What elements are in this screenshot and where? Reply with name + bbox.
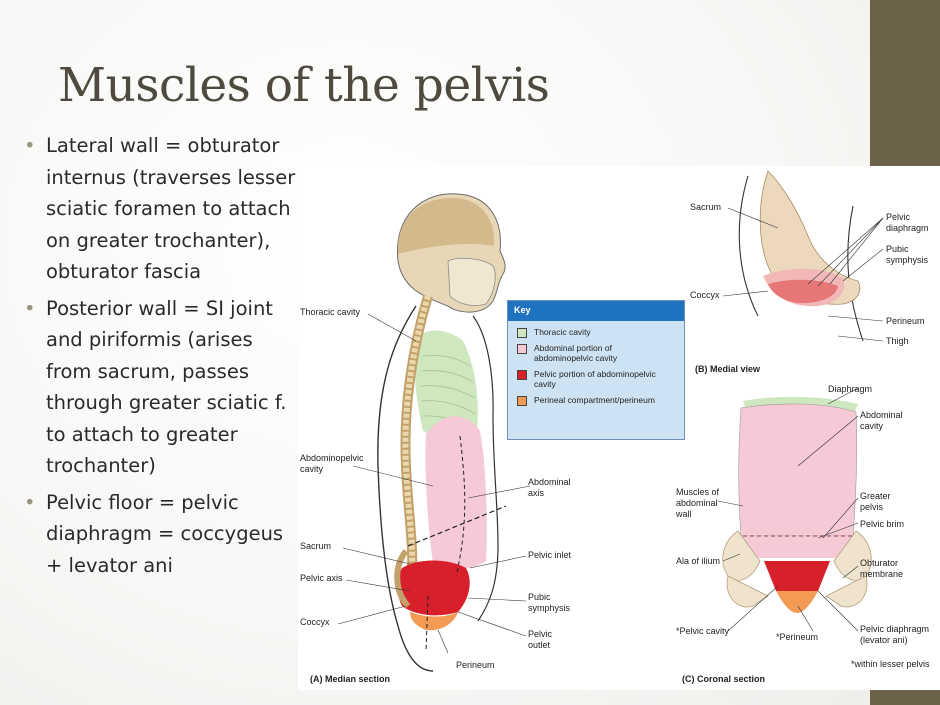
label-coronal-ala-of-ilium: Ala of ilium bbox=[676, 556, 720, 566]
coronal-section-drawing bbox=[717, 387, 872, 632]
bullet-item: • Posterior wall = SI joint and piriformi… bbox=[22, 293, 302, 482]
label-pelvic-outlet-2: outlet bbox=[528, 640, 551, 650]
bullet-item: • Pelvic floor = pelvic diaphragm = coccy… bbox=[22, 487, 302, 582]
key-item-label: Abdominal portion of bbox=[534, 343, 612, 353]
label-medial-pubic-symphysis-2: symphysis bbox=[886, 255, 929, 265]
key-item-label: Pelvic portion of abdominopelvic bbox=[534, 369, 656, 379]
median-section-drawing bbox=[337, 193, 531, 672]
key-legend: Key Thoracic cavity Abdominal portion of… bbox=[507, 300, 685, 440]
label-sacrum: Sacrum bbox=[300, 541, 331, 551]
label-coronal-muscles-wall-1: Muscles of bbox=[676, 487, 720, 497]
bullet-text: Lateral wall = obturator internus (trave… bbox=[46, 134, 296, 283]
label-medial-pelvic-diaphragm-1: Pelvic bbox=[886, 212, 911, 222]
key-item-abdominal: Abdominal portion of abdominopelvic cavi… bbox=[514, 343, 678, 363]
label-coronal-abdominal-cavity-2: cavity bbox=[860, 421, 884, 431]
label-abdominal-axis-2: axis bbox=[528, 488, 545, 498]
caption-coronal-section: (C) Coronal section bbox=[682, 674, 765, 684]
label-coronal-perineum: *Perineum bbox=[776, 632, 818, 642]
label-coronal-abdominal-cavity-1: Abdominal bbox=[860, 410, 903, 420]
label-coronal-obturator-membrane-2: membrane bbox=[860, 569, 903, 579]
label-pelvic-outlet-1: Pelvic bbox=[528, 629, 553, 639]
bullet-text: Posterior wall = SI joint and piriformis… bbox=[46, 296, 287, 478]
anatomy-figure-svg: Thoracic cavity Abdominopelvic cavity Sa… bbox=[300, 170, 930, 684]
key-title: Key bbox=[508, 301, 684, 321]
label-medial-sacrum: Sacrum bbox=[690, 202, 721, 212]
caption-median-section: (A) Median section bbox=[310, 674, 390, 684]
label-coronal-pelvic-cavity: *Pelvic cavity bbox=[676, 626, 730, 636]
label-coronal-pelvic-brim: Pelvic brim bbox=[860, 519, 904, 529]
key-swatch-pelvic bbox=[517, 370, 527, 380]
label-abdominal-axis-1: Abdominal bbox=[528, 477, 571, 487]
label-abdominopelvic-cavity-2: cavity bbox=[300, 464, 324, 474]
label-abdominopelvic-cavity-1: Abdominopelvic bbox=[300, 453, 364, 463]
label-pubic-symphysis-1: Pubic bbox=[528, 592, 551, 602]
bullet-item: • Lateral wall = obturator internus (trav… bbox=[22, 130, 302, 288]
key-item-label: Thoracic cavity bbox=[534, 327, 591, 337]
anatomy-figure: Thoracic cavity Abdominopelvic cavity Sa… bbox=[298, 166, 940, 690]
key-item-pelvic: Pelvic portion of abdominopelvic cavity bbox=[514, 369, 678, 389]
label-medial-pubic-symphysis-1: Pubic bbox=[886, 244, 909, 254]
key-item-thoracic: Thoracic cavity bbox=[514, 327, 678, 338]
label-coronal-muscles-wall-2: abdominal bbox=[676, 498, 718, 508]
label-thoracic-cavity: Thoracic cavity bbox=[300, 307, 361, 317]
label-medial-pelvic-diaphragm-2: diaphragm bbox=[886, 223, 929, 233]
label-coccyx: Coccyx bbox=[300, 617, 330, 627]
label-medial-thigh: Thigh bbox=[886, 336, 909, 346]
label-coronal-footnote: *within lesser pelvis bbox=[851, 659, 930, 669]
caption-medial-view: (B) Medial view bbox=[695, 364, 761, 374]
label-medial-perineum: Perineum bbox=[886, 316, 925, 326]
bullet-list: • Lateral wall = obturator internus (trav… bbox=[22, 130, 302, 586]
key-item-label: Perineal compartment/perineum bbox=[534, 395, 655, 405]
key-item-label-2: cavity bbox=[534, 379, 556, 389]
key-swatch-thoracic bbox=[517, 328, 527, 338]
label-coronal-pelvic-diaphragm-1: Pelvic diaphragm bbox=[860, 624, 929, 634]
medial-view-drawing bbox=[722, 170, 884, 342]
label-perineum: Perineum bbox=[456, 660, 495, 670]
bullet-text: Pelvic floor = pelvic diaphragm = coccyg… bbox=[46, 490, 284, 577]
label-coronal-greater-pelvis-1: Greater bbox=[860, 491, 891, 501]
label-medial-coccyx: Coccyx bbox=[690, 290, 720, 300]
bullet-dot: • bbox=[24, 490, 36, 514]
label-pelvic-axis: Pelvic axis bbox=[300, 573, 343, 583]
key-item-perineal: Perineal compartment/perineum bbox=[514, 395, 678, 406]
label-coronal-greater-pelvis-2: pelvis bbox=[860, 502, 884, 512]
label-pubic-symphysis-2: symphysis bbox=[528, 603, 571, 613]
bullet-dot: • bbox=[24, 296, 36, 320]
label-coronal-muscles-wall-3: wall bbox=[675, 509, 692, 519]
key-swatch-abdominal bbox=[517, 344, 527, 354]
key-item-label-2: abdominopelvic cavity bbox=[534, 353, 618, 363]
key-swatch-perineal bbox=[517, 396, 527, 406]
slide-title: Muscles of the pelvis bbox=[58, 58, 550, 113]
bullet-dot: • bbox=[24, 134, 36, 157]
label-coronal-pelvic-diaphragm-2: (levator ani) bbox=[860, 635, 908, 645]
label-coronal-diaphragm: Diaphragm bbox=[828, 384, 872, 394]
label-pelvic-inlet: Pelvic inlet bbox=[528, 550, 572, 560]
label-coronal-obturator-membrane-1: Obturator bbox=[860, 558, 898, 568]
